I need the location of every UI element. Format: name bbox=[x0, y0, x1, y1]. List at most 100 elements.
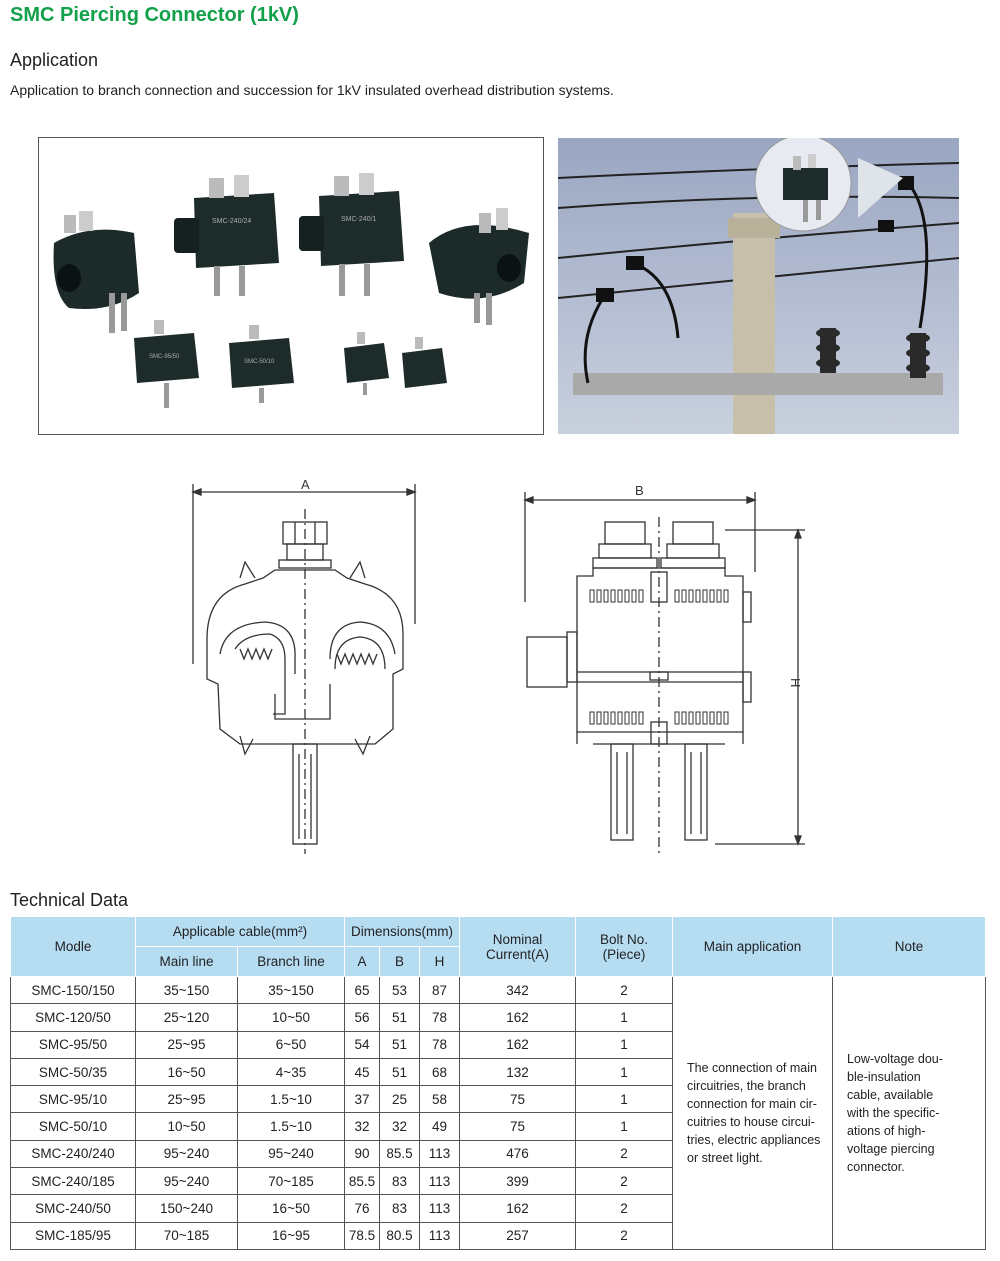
table-cell: 83 bbox=[379, 1167, 421, 1196]
technical-data-table: Modle Applicable cable(mm²) Dimensions(m… bbox=[10, 916, 987, 1250]
table-cell: 2 bbox=[575, 975, 674, 1005]
connector-small-2: SMC-50/10 bbox=[229, 325, 294, 403]
table-cell: 68 bbox=[419, 1057, 461, 1087]
connector-small-4 bbox=[402, 337, 447, 388]
table-cell: 80.5 bbox=[379, 1221, 421, 1250]
table-cell: 1 bbox=[575, 1003, 674, 1032]
header-dimensions: Dimensions(mm) bbox=[344, 916, 461, 947]
table-cell: SMC-120/50 bbox=[10, 1003, 136, 1032]
table-cell: 85.5 bbox=[379, 1139, 421, 1169]
connector-large-3: SMC-240/1 bbox=[299, 173, 404, 296]
table-cell: 1 bbox=[575, 1085, 674, 1114]
table-cell: 51 bbox=[379, 1003, 421, 1032]
table-cell: 162 bbox=[459, 1003, 577, 1032]
table-cell: SMC-185/95 bbox=[10, 1221, 136, 1250]
connector-small-1: SMC-95/50 bbox=[134, 320, 199, 408]
table-cell: SMC-240/240 bbox=[10, 1139, 136, 1169]
note-line: ations of high- bbox=[847, 1123, 926, 1138]
main-application-line: connection for main cir- bbox=[687, 1096, 817, 1111]
table-cell: 4~35 bbox=[236, 1057, 346, 1087]
table-cell: 83 bbox=[379, 1194, 421, 1223]
table-cell: 87 bbox=[419, 975, 461, 1005]
note-line: connector. bbox=[847, 1159, 905, 1174]
table-cell: 78 bbox=[419, 1030, 461, 1059]
table-cell: 95~240 bbox=[135, 1139, 238, 1169]
installation-photo bbox=[558, 138, 959, 434]
table-cell: 25~95 bbox=[135, 1030, 238, 1059]
note-line: cable, available bbox=[847, 1087, 934, 1102]
table-cell: 95~240 bbox=[135, 1167, 238, 1196]
note-line: voltage piercing bbox=[847, 1141, 935, 1156]
table-cell: 70~185 bbox=[236, 1167, 346, 1196]
table-cell: 16~50 bbox=[135, 1057, 238, 1087]
connector-label: SMC-95/50 bbox=[149, 354, 180, 360]
header-modle: Modle bbox=[10, 916, 136, 977]
table-cell: SMC-150/150 bbox=[10, 975, 136, 1005]
table-cell: 10~50 bbox=[135, 1112, 238, 1141]
table-cell: 113 bbox=[419, 1194, 461, 1223]
table-cell: 1 bbox=[575, 1112, 674, 1141]
table-cell: SMC-50/10 bbox=[10, 1112, 136, 1141]
note-line: with the specific- bbox=[847, 1105, 940, 1120]
table-cell: 113 bbox=[419, 1139, 461, 1169]
main-application-line: The connection of main bbox=[687, 1060, 817, 1075]
table-cell: 10~50 bbox=[236, 1003, 346, 1032]
header-bolt-no: Bolt No.(Piece) bbox=[575, 916, 674, 977]
table-cell: 25~95 bbox=[135, 1085, 238, 1114]
table-cell: 53 bbox=[379, 975, 421, 1005]
note-line: Low-voltage dou- bbox=[847, 1051, 943, 1066]
table-cell: 162 bbox=[459, 1030, 577, 1059]
table-cell: 2 bbox=[575, 1194, 674, 1223]
table-cell: 1.5~10 bbox=[236, 1112, 346, 1141]
dimension-a-label: A bbox=[301, 477, 310, 492]
table-cell: 75 bbox=[459, 1112, 577, 1141]
table-cell: 32 bbox=[344, 1112, 381, 1141]
table-cell: 2 bbox=[575, 1221, 674, 1250]
table-cell: 56 bbox=[344, 1003, 381, 1032]
connector-large-2: SMC-240/24 bbox=[174, 175, 279, 296]
dimension-h-label: H bbox=[788, 678, 803, 687]
table-cell: 6~50 bbox=[236, 1030, 346, 1059]
header-h: H bbox=[419, 946, 461, 977]
header-main-application: Main application bbox=[672, 916, 834, 977]
connector-label: SMC-50/10 bbox=[244, 359, 275, 365]
connector-product-photo: SMC-240/24 SMC-240/1 SMC-95/50 bbox=[38, 137, 544, 435]
table-cell: SMC-95/10 bbox=[10, 1085, 136, 1114]
side-view-drawing: B H bbox=[523, 483, 805, 857]
table-cell: 32 bbox=[379, 1112, 421, 1141]
table-cell: 25 bbox=[379, 1085, 421, 1114]
table-cell: 70~185 bbox=[135, 1221, 238, 1250]
front-view-drawing: A bbox=[191, 477, 417, 854]
application-heading: Application bbox=[10, 50, 99, 70]
table-cell: 35~150 bbox=[236, 975, 346, 1005]
table-cell: 37 bbox=[344, 1085, 381, 1114]
connector-small-3 bbox=[344, 332, 389, 395]
table-cell: 76 bbox=[344, 1194, 381, 1223]
table-cell: 2 bbox=[575, 1139, 674, 1169]
table-cell: 16~50 bbox=[236, 1194, 346, 1223]
header-b: B bbox=[379, 946, 421, 977]
table-cell: 35~150 bbox=[135, 975, 238, 1005]
header-note: Note bbox=[832, 916, 987, 977]
connector-large-1 bbox=[53, 211, 139, 333]
table-cell: 476 bbox=[459, 1139, 577, 1169]
table-cell: 49 bbox=[419, 1112, 461, 1141]
table-cell: 58 bbox=[419, 1085, 461, 1114]
table-cell: 399 bbox=[459, 1167, 577, 1196]
table-cell: 1.5~10 bbox=[236, 1085, 346, 1114]
main-application-line: cuitries to house circui- bbox=[687, 1114, 815, 1129]
table-cell: 90 bbox=[344, 1139, 381, 1169]
table-cell: 162 bbox=[459, 1194, 577, 1223]
table-cell: 78.5 bbox=[344, 1221, 381, 1250]
connector-label: SMC-240/24 bbox=[212, 218, 251, 225]
table-cell: SMC-50/35 bbox=[10, 1057, 136, 1087]
table-cell: 132 bbox=[459, 1057, 577, 1087]
main-application-line: or street light. bbox=[687, 1150, 763, 1165]
table-cell: SMC-240/185 bbox=[10, 1167, 136, 1196]
technical-data-heading: Technical Data bbox=[10, 890, 129, 910]
